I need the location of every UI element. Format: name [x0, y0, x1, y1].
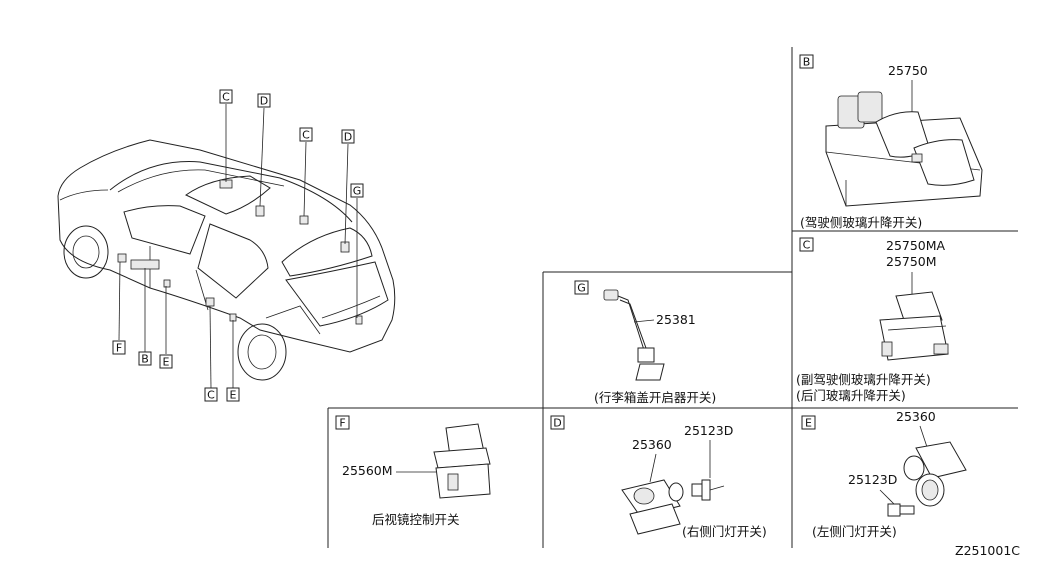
panel-caption: (行李箱盖开启器开关) — [594, 390, 716, 405]
callout-bottom-b: B — [138, 351, 152, 366]
part-number: 25123D — [684, 423, 733, 438]
right-door-light-switch — [621, 479, 684, 535]
callout-bottom-e2: E — [226, 387, 240, 402]
callout-label: B — [141, 353, 149, 366]
part-number: 25750M — [886, 254, 937, 269]
panel-letter: D — [553, 417, 561, 430]
part-number: 25381 — [656, 312, 696, 327]
callout-label: C — [207, 389, 215, 402]
part-number: 25123D — [848, 472, 897, 487]
panel-caption-line1: (副驾驶侧玻璃升降开关) — [796, 372, 931, 387]
panel-letter: F — [339, 417, 345, 430]
panel-f: F 25560M 后视镜控制开关 — [335, 415, 491, 527]
left-door-light-switch — [903, 441, 967, 507]
panel-caption: (驾驶侧玻璃升降开关) — [800, 215, 922, 230]
callout-label: C — [302, 129, 310, 142]
panel-letter: C — [803, 239, 811, 252]
callout-label: D — [344, 131, 352, 144]
panel-c: C 25750MA 25750M (副驾驶侧玻璃升降开关) (后门玻璃升降开关) — [796, 237, 949, 403]
part-number: 25750MA — [886, 238, 946, 253]
callout-top-d1: D — [257, 93, 271, 108]
callout-top-c2: C — [299, 127, 313, 142]
part-number: 25360 — [632, 437, 672, 452]
panel-caption: 后视镜控制开关 — [372, 512, 460, 527]
callout-label: C — [222, 91, 230, 104]
driver-window-switch — [825, 91, 983, 207]
car-overview — [57, 139, 396, 381]
part-number: 25750 — [888, 63, 928, 78]
panel-frames — [327, 47, 1018, 548]
diagram-id: Z251001C — [955, 543, 1020, 558]
callout-label: F — [116, 342, 122, 355]
bolt-25123d-left — [887, 503, 915, 517]
callout-top-c1: C — [219, 89, 233, 104]
callout-top-g: G — [350, 183, 364, 198]
callout-label: E — [163, 356, 170, 369]
panel-e: E 25360 25123D (左侧门灯开关) — [801, 409, 967, 539]
callout-bottom-c: C — [204, 387, 218, 402]
part-number: 25560M — [342, 463, 393, 478]
callout-bottom-e1: E — [159, 354, 173, 369]
passenger-window-switch — [879, 291, 949, 361]
callout-bottom-f: F — [112, 340, 126, 355]
callout-label: G — [353, 185, 362, 198]
trunk-opener-switch — [603, 289, 665, 381]
part-number: 25360 — [896, 409, 936, 424]
panel-caption: (左侧门灯开关) — [812, 524, 897, 539]
bolt-25123d-right — [691, 479, 725, 501]
panel-caption-line2: (后门玻璃升降开关) — [796, 388, 906, 403]
panel-b: B 25750 (驾驶侧玻璃升降开关) — [799, 54, 983, 230]
panel-letter: E — [805, 417, 812, 430]
callout-top-d2: D — [341, 129, 355, 144]
panel-g: G 25381 (行李箱盖开启器开关) — [574, 280, 716, 405]
overview-leaders — [118, 104, 358, 389]
mirror-control-switch — [433, 423, 491, 499]
panel-letter: G — [577, 282, 586, 295]
panel-letter: B — [803, 56, 811, 69]
panel-caption: (右侧门灯开关) — [682, 524, 767, 539]
callout-label: D — [260, 95, 268, 108]
overview-callouts: C D C D G F B E — [112, 89, 364, 402]
panel-d: D 25360 25123D (右侧门灯开关) — [550, 415, 767, 539]
callout-label: E — [230, 389, 237, 402]
